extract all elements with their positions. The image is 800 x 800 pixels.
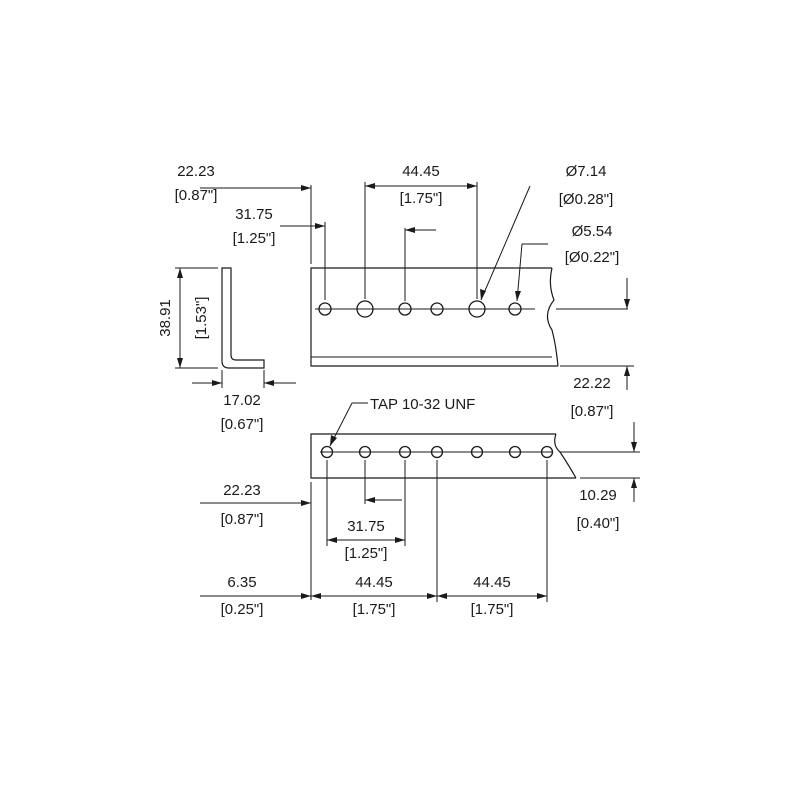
bottom-strip	[310, 433, 640, 479]
bottom-pitch-dimensions: 6.35 [0.25"] 44.45 [1.75"] 44.45 [1.75"]	[200, 460, 548, 618]
small-hole-leader: Ø5.54 [Ø0.22"]	[515, 223, 620, 302]
pitch-a-mm-label: 44.45	[355, 574, 393, 591]
small-hole-mm-label: Ø5.54	[572, 223, 613, 240]
pitch-b-in-label: [1.75"]	[471, 601, 514, 618]
tap-leader: TAP 10-32 UNF	[329, 396, 475, 447]
top-left-in-label: [0.87"]	[175, 187, 218, 204]
edge-mm-label: 6.35	[227, 574, 256, 591]
pitch-a-in-label: [1.75"]	[353, 601, 396, 618]
top-left-mm-label: 22.23	[177, 163, 215, 180]
small-hole-in-label: [Ø0.22"]	[565, 249, 620, 266]
top-second-in-label: [1.25"]	[233, 230, 276, 247]
bottom-left-dimension: 22.23 [0.87"]	[200, 482, 312, 600]
bottom-second-in-label: [1.25"]	[345, 545, 388, 562]
top-left-dimension: 22.23 [0.87"]	[175, 163, 312, 264]
bracket-profile	[221, 267, 265, 369]
flange-dimension: 17.02 [0.67"]	[192, 370, 296, 433]
top-second-mm-label: 31.75	[235, 206, 273, 223]
bottom-left-mm-label: 22.23	[223, 482, 261, 499]
top-pitch-dimension: 44.45 [1.75"]	[364, 163, 478, 299]
hole-3-pointer	[404, 227, 436, 301]
bottom-left-in-label: [0.87"]	[221, 511, 264, 528]
pitch-b-mm-label: 44.45	[473, 574, 511, 591]
large-hole-leader: Ø7.14 [Ø0.28"]	[480, 163, 614, 301]
top-strip	[310, 267, 628, 367]
top-pitch-mm-label: 44.45	[402, 163, 440, 180]
bottom-offset-dimension: 10.29 [0.40"]	[577, 422, 640, 532]
top-offset-mm-label: 22.22	[573, 375, 611, 392]
top-offset-in-label: [0.87"]	[571, 403, 614, 420]
edge-in-label: [0.25"]	[221, 601, 264, 618]
height-mm-label: 38.91	[157, 299, 174, 337]
bottom-second-mm-label: 31.75	[347, 518, 385, 535]
flange-mm-label: 17.02	[223, 392, 261, 409]
tap-label: TAP 10-32 UNF	[370, 396, 475, 413]
top-second-dimension: 31.75 [1.25"]	[233, 206, 326, 300]
large-hole-mm-label: Ø7.14	[566, 163, 607, 180]
height-dimension: 38.91 [1.53"]	[157, 267, 218, 369]
bottom-offset-mm-label: 10.29	[579, 487, 617, 504]
height-in-label: [1.53"]	[193, 297, 210, 340]
top-pitch-in-label: [1.75"]	[400, 190, 443, 207]
top-offset-dimension: 22.22 [0.87"]	[560, 278, 634, 420]
flange-in-label: [0.67"]	[221, 416, 264, 433]
bottom-offset-in-label: [0.40"]	[577, 515, 620, 532]
large-hole-in-label: [Ø0.28"]	[559, 191, 614, 208]
bottom-second-dimension: 31.75 [1.25"]	[326, 460, 406, 562]
